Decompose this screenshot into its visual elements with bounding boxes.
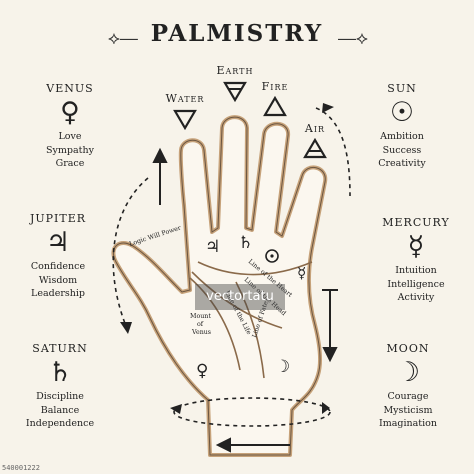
- earth-triangle-icon: [223, 81, 247, 102]
- planet-keyword: Love: [58, 131, 82, 142]
- planet-keyword: Sympathy: [46, 144, 94, 156]
- planet-name: VENUS: [46, 82, 94, 95]
- planet-keyword: Grace: [55, 158, 85, 169]
- heart-line: [197, 261, 313, 276]
- dashed-arc-right: [315, 107, 351, 197]
- planet-keyword: Creativity: [378, 158, 426, 169]
- planet-moon: MOON ☽ Courage Mysticism Imagination: [358, 342, 458, 431]
- planet-keyword: Independence: [25, 418, 95, 429]
- head-line: [191, 271, 283, 329]
- page-title: PALMISTRY: [150, 20, 324, 47]
- moon-symbol-icon: ☽: [395, 357, 421, 388]
- element-air: Air: [280, 122, 350, 160]
- fire-triangle-icon: [263, 96, 287, 117]
- life-line: [189, 277, 241, 371]
- planet-name: SATURN: [32, 342, 88, 355]
- palm-moon-icon: ☽: [275, 357, 290, 377]
- mount-of-venus-label: Venus: [191, 329, 211, 336]
- planet-keyword: Success: [382, 144, 422, 156]
- planet-keyword: Activity: [397, 292, 435, 303]
- planet-saturn: SATURN ♄ Discipline Balance Independence: [10, 342, 110, 431]
- palm-saturn-icon: ♄: [238, 233, 253, 253]
- element-name: Water: [165, 92, 205, 105]
- dashed-arc-left: [112, 177, 149, 327]
- dashed-arc-left-head: [120, 322, 132, 334]
- mount-of-venus-label: Mount: [190, 313, 211, 320]
- air-triangle-icon: [303, 138, 327, 159]
- planet-name: JUPITER: [29, 212, 87, 225]
- planet-name: MOON: [386, 342, 430, 355]
- palm-sun-icon: [265, 249, 279, 263]
- dashed-arc-right-head: [322, 103, 334, 113]
- element-name: Fire: [261, 80, 289, 93]
- hand-inner-outline: [112, 116, 326, 456]
- planet-sun: SUN ☉ Ambition Success Creativity: [352, 82, 452, 171]
- venus-symbol-icon: ♀: [60, 97, 80, 128]
- mount-of-venus-label: of: [197, 321, 204, 328]
- planet-keyword: Wisdom: [38, 274, 78, 286]
- planet-name: MERCURY: [382, 216, 450, 229]
- sun-symbol-icon: ☉: [389, 97, 415, 128]
- element-fire: Fire: [240, 80, 310, 118]
- arrow-up-left: [152, 147, 168, 205]
- palm-venus-icon: ♀: [196, 361, 208, 381]
- dashed-wrist-ellipse: [173, 397, 331, 427]
- planet-keyword: Intelligence: [387, 278, 445, 290]
- planet-keyword: Courage: [387, 391, 429, 402]
- arrow-bottom-left: [215, 437, 290, 453]
- palm-jupiter-icon: ♃: [205, 237, 220, 257]
- mercury-symbol-icon: ☿: [407, 231, 425, 262]
- saturn-symbol-icon: ♄: [47, 357, 73, 388]
- planet-keyword: Leadership: [31, 288, 85, 299]
- element-water: Water: [150, 92, 220, 130]
- water-triangle-icon: [173, 109, 197, 130]
- planet-keyword: Discipline: [36, 391, 84, 402]
- planet-keyword: Confidence: [30, 261, 86, 272]
- planet-keyword: Imagination: [378, 418, 438, 429]
- planet-keyword: Balance: [40, 404, 80, 416]
- palm-mercury-icon: ☿: [297, 264, 306, 282]
- element-name: Earth: [216, 64, 254, 77]
- element-earth: Earth: [200, 64, 270, 102]
- element-name: Air: [304, 122, 326, 135]
- planet-keyword: Intuition: [395, 265, 437, 276]
- image-id-label: 540001222: [2, 464, 40, 472]
- planet-jupiter: JUPITER ♃ Confidence Wisdom Leadership: [8, 212, 108, 301]
- watermark: vectortatu: [195, 284, 285, 310]
- title-flourish-right: ―⟡: [338, 28, 368, 49]
- planet-venus: VENUS ♀ Love Sympathy Grace: [20, 82, 120, 171]
- planet-name: SUN: [387, 82, 417, 95]
- planet-keyword: Mysticism: [383, 404, 433, 416]
- planet-mercury: MERCURY ☿ Intuition Intelligence Activit…: [366, 216, 466, 305]
- title-flourish-left: ⟡―: [108, 28, 138, 49]
- jupiter-symbol-icon: ♃: [45, 227, 71, 258]
- logic-will-power-label: Logic Will Power: [128, 224, 182, 248]
- planet-keyword: Ambition: [380, 131, 424, 142]
- arrow-down-right: [322, 289, 338, 363]
- fate-line: [235, 281, 265, 379]
